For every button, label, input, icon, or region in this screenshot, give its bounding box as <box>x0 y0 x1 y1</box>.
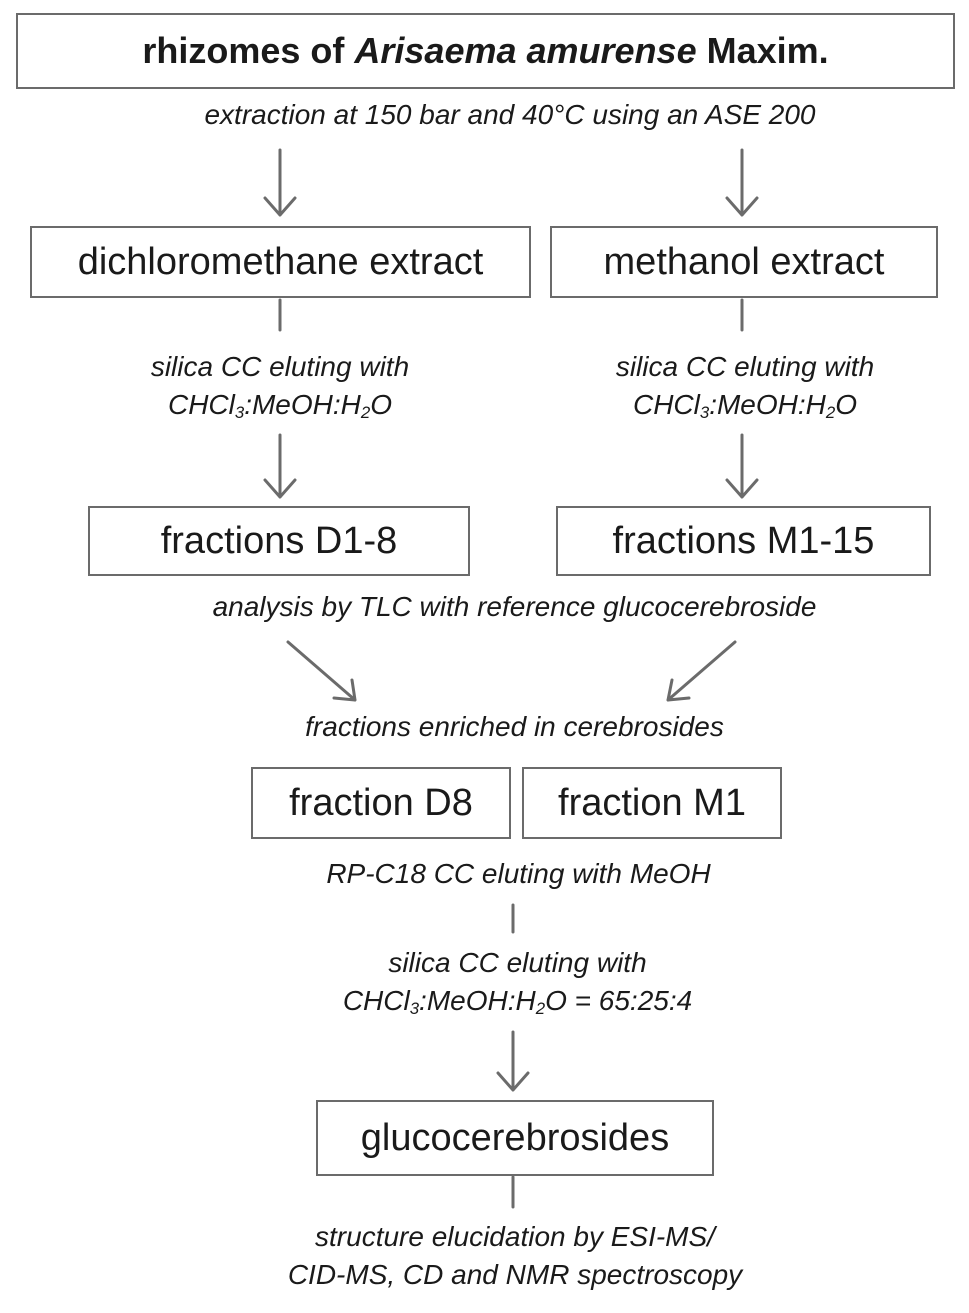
silica-final-label: silica CC eluting with CHCl3:MeOH:H2O = … <box>342 947 693 1019</box>
extraction-label: extraction at 150 bar and 40°C using an … <box>204 99 816 130</box>
fraction-d8-box: fraction D8 <box>251 767 511 839</box>
fraction-m1-box: fraction M1 <box>522 767 782 839</box>
arrow-to-methanol-extract <box>725 148 759 217</box>
methanol-extract-box: methanol extract <box>550 226 938 298</box>
glucocerebrosides-box: glucocerebrosides <box>316 1100 714 1176</box>
fractions-d-box: fractions D1-8 <box>88 506 470 576</box>
fractions-m-box: fractions M1-15 <box>556 506 931 576</box>
silica-left-label: silica CC eluting with CHCl3:MeOH:H2O <box>150 351 410 423</box>
arrow-to-dcm-extract <box>263 148 297 217</box>
source-box: rhizomes of Arisaema amurense Maxim. <box>16 13 955 89</box>
arrow-d-to-enriched <box>286 640 357 702</box>
structure-label: structure elucidation by ESI-MS/ CID-MS,… <box>287 1221 743 1290</box>
arrow-to-glucocerebrosides <box>496 1030 530 1092</box>
enriched-label: fractions enriched in cerebrosides <box>305 711 724 742</box>
arrow-m-to-enriched <box>666 640 737 702</box>
rp-label: RP-C18 CC eluting with MeOH <box>326 858 711 889</box>
dcm-extract-box: dichloromethane extract <box>30 226 531 298</box>
tlc-label: analysis by TLC with reference glucocere… <box>212 591 817 622</box>
silica-right-label: silica CC eluting with CHCl3:MeOH:H2O <box>615 351 875 423</box>
arrow-to-fractions-d <box>263 433 297 499</box>
source-text: rhizomes of Arisaema amurense Maxim. <box>142 30 829 71</box>
arrow-to-fractions-m <box>725 433 759 499</box>
